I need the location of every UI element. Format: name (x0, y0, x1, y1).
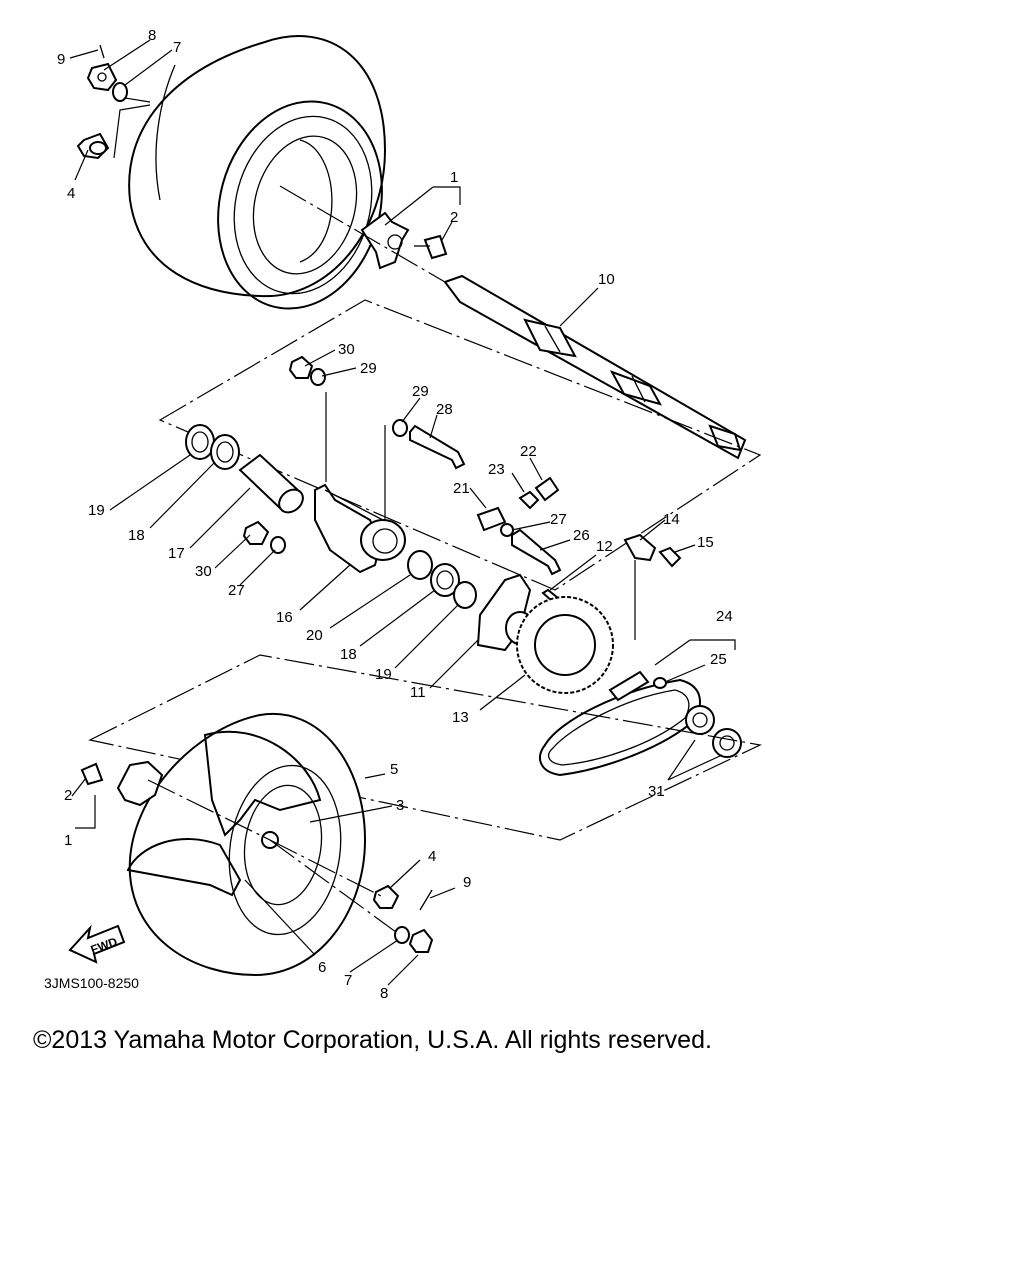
bolt-28 (392, 419, 466, 470)
callout-1-top: 1 (450, 169, 458, 186)
callout-8-bottom: 8 (380, 985, 388, 1000)
callout-8-top: 8 (148, 27, 156, 44)
bottom-fasteners (269, 839, 434, 953)
callout-19-right: 19 (375, 666, 392, 683)
callout-19-left: 19 (88, 502, 105, 519)
callout-14: 14 (663, 511, 680, 528)
callout-24: 24 (716, 608, 733, 625)
left-bearings (185, 424, 240, 470)
callout-16: 16 (276, 609, 293, 626)
callout-15: 15 (697, 534, 714, 551)
callout-12: 12 (596, 538, 613, 555)
callout-21: 21 (453, 480, 470, 497)
callout-29-mid: 29 (412, 383, 429, 400)
callout-25: 25 (710, 651, 727, 668)
callout-30-left: 30 (195, 563, 212, 580)
callout-22: 22 (520, 443, 537, 460)
callout-3: 3 (396, 797, 404, 814)
callout-2-bottom: 2 (64, 787, 72, 804)
sprocket (516, 596, 614, 694)
callout-4-bottom: 4 (428, 848, 436, 865)
rear-wheel-right (128, 35, 387, 310)
callout-27-left: 27 (228, 582, 245, 599)
parts-exploded-diagram: FWD (44, 27, 762, 1000)
callout-2-top: 2 (450, 209, 458, 226)
callout-17: 17 (168, 545, 185, 562)
top-fasteners (76, 44, 151, 160)
nut-washer-left (242, 520, 286, 554)
callout-26: 26 (573, 527, 590, 544)
hub-assembly-outline (158, 299, 762, 591)
callout-30-top: 30 (338, 341, 355, 358)
callout-4-top: 4 (67, 185, 75, 202)
collar (238, 453, 304, 514)
callout-18-right: 18 (340, 646, 357, 663)
callout-7-top: 7 (173, 39, 181, 56)
nut-washer-top (288, 355, 386, 520)
callout-5: 5 (390, 761, 398, 778)
callout-28: 28 (436, 401, 453, 418)
copyright-notice: ©2013 Yamaha Motor Corporation, U.S.A. A… (33, 1026, 712, 1054)
callout-9-bottom: 9 (463, 874, 471, 891)
callout-1-bottom: 1 (64, 832, 72, 849)
chain-adjuster (476, 476, 560, 537)
wheel-assembly-outline (88, 654, 762, 841)
forward-arrow-icon: FWD (68, 924, 126, 964)
callout-11: 11 (410, 684, 426, 701)
callout-9-top: 9 (57, 51, 65, 68)
callout-7-bottom: 7 (344, 972, 352, 989)
bolt-26 (511, 528, 562, 576)
callout-23: 23 (488, 461, 505, 478)
callout-labels: 9 8 7 4 1 2 10 30 29 29 28 22 23 21 27 2… (57, 27, 733, 1000)
diagram-code: 3JMS100-8250 (44, 975, 139, 991)
callout-31: 31 (648, 783, 665, 800)
callout-10: 10 (598, 271, 615, 288)
rear-axle (443, 274, 747, 460)
wheel-hub-bottom (80, 760, 401, 936)
callout-29-top: 29 (360, 360, 377, 377)
callout-27-right: 27 (550, 511, 567, 528)
callout-18-left: 18 (128, 527, 145, 544)
rear-wheel-left (126, 712, 367, 977)
callout-6: 6 (318, 959, 326, 976)
callout-13: 13 (452, 709, 469, 726)
chain-guard (623, 533, 682, 640)
callout-20: 20 (306, 627, 323, 644)
right-bearings (407, 550, 477, 609)
axle-hub-housing (314, 483, 406, 574)
leader-lines (69, 39, 736, 986)
axle-nuts (685, 705, 742, 758)
